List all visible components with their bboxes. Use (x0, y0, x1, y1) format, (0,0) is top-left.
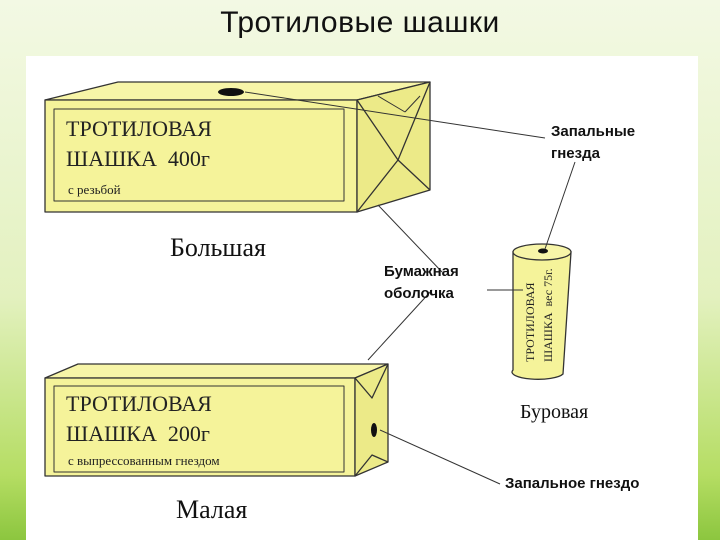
drill-block-label-line1: ТРОТИЛОВАЯ (523, 282, 537, 362)
callout-paper-shell-line2: оболочка (384, 285, 455, 302)
small-block-label-line2: ШАШКА 200г (66, 421, 210, 446)
drill-block (511, 243, 572, 380)
drill-block-body (511, 251, 572, 380)
callout-paper-shell-line1: Бумажная (384, 263, 459, 280)
slide-title: Тротиловые шашки (220, 6, 500, 39)
drill-block-label-line2: ШАШКА вес 75г. (541, 268, 555, 362)
callout-fuse-socket: Запальное гнездо (505, 475, 639, 492)
callout-lines (244, 91, 576, 485)
small-block-fuse-socket (371, 423, 377, 437)
small-block-fold-2 (354, 454, 389, 477)
small-block-inner-border (53, 385, 345, 473)
small-block-fold (354, 363, 389, 399)
small-block (44, 363, 389, 477)
leader-fuse-small (379, 429, 501, 485)
small-block-label-line1: ТРОТИЛОВАЯ (66, 391, 212, 416)
drill-block-caption: Буровая (520, 401, 588, 423)
callout-fuse-sockets-line2: гнезда (551, 145, 601, 162)
drill-block-fuse-socket (538, 248, 548, 254)
callout-fuse-sockets-line1: Запальные (551, 123, 635, 140)
leader-fuse-large (244, 91, 546, 139)
large-block-caption: Большая (170, 233, 266, 262)
large-block (44, 81, 431, 213)
small-block-note: с выпрессованным гнездом (68, 453, 220, 468)
large-block-note: с резьбой (68, 182, 121, 197)
large-block-front-face (44, 99, 358, 213)
leader-fuse-drill (544, 161, 576, 250)
large-block-inner-border (53, 108, 345, 202)
small-block-caption: Малая (176, 495, 247, 524)
leader-paper-large (377, 204, 443, 273)
large-block-end-face (356, 81, 431, 213)
large-block-label-line2: ШАШКА 400г (66, 146, 210, 171)
large-block-fold-2 (356, 159, 431, 213)
small-block-top-face (44, 363, 389, 379)
leader-paper-small (367, 289, 433, 361)
large-block-label-line1: ТРОТИЛОВАЯ (66, 116, 212, 141)
large-block-fuse-socket (218, 88, 244, 96)
